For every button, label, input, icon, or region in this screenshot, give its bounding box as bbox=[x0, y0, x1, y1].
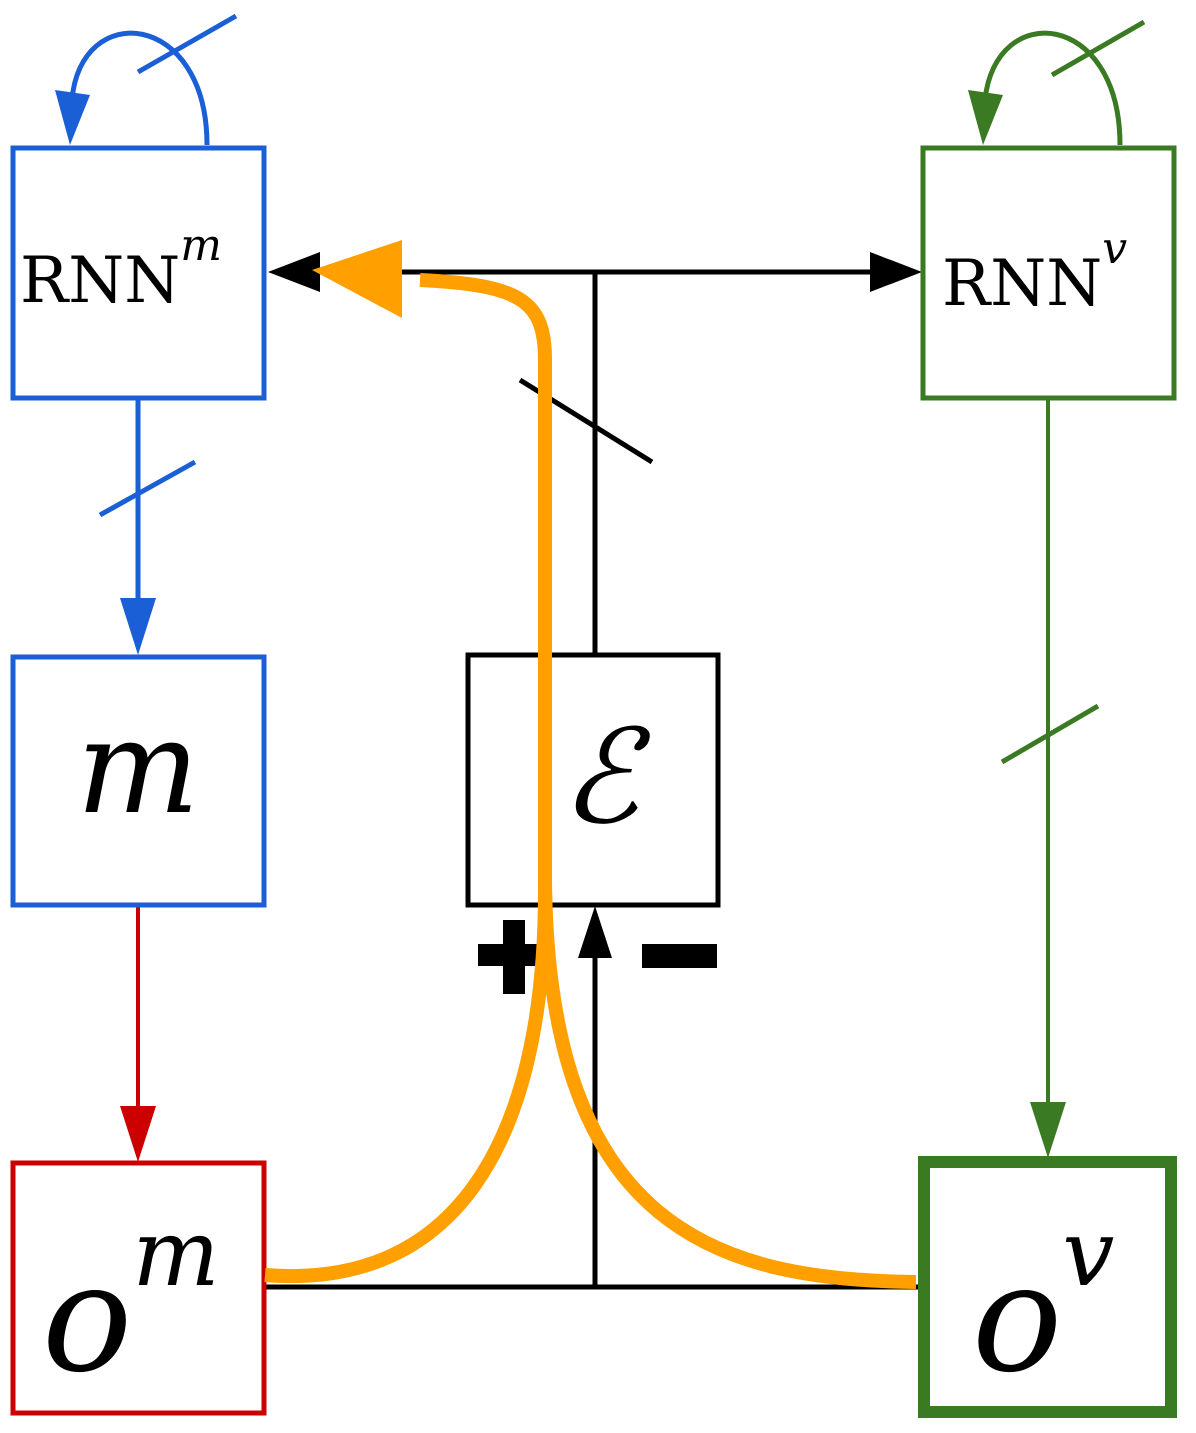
rnn-v-to-ov-slash bbox=[1000, 703, 1100, 765]
ov-label: ov bbox=[972, 1200, 1114, 1406]
rnn-v-label: RNNv bbox=[942, 223, 1127, 321]
orange-curve-from-om bbox=[264, 273, 552, 1284]
plus-sign bbox=[478, 920, 550, 994]
arrow-into-rnn-m bbox=[268, 252, 320, 292]
rnn-m-label: RNNm bbox=[20, 220, 222, 318]
ov-box bbox=[918, 1156, 1177, 1418]
rnn-m-to-m-arrowhead bbox=[120, 598, 156, 655]
rnn-m-loop-arrowhead bbox=[55, 90, 90, 145]
minus-sign bbox=[642, 944, 717, 968]
rnn-v-loop-slash bbox=[1050, 19, 1146, 78]
rnn-v-loop-arrowhead bbox=[968, 90, 1003, 145]
orange-curve-from-ov bbox=[538, 879, 917, 1289]
rnn-v-to-ov-arrowhead bbox=[1030, 1102, 1066, 1158]
epsilon-label: ℰ bbox=[561, 701, 651, 853]
m-box bbox=[10, 654, 267, 908]
arrow-into-rnn-v bbox=[870, 252, 922, 292]
m-label: m bbox=[76, 691, 199, 843]
rnn-m-box bbox=[10, 145, 267, 401]
rnn-m-to-m-slash bbox=[98, 459, 197, 518]
rnn-v-box bbox=[920, 145, 1177, 401]
rnn-v-self-loop bbox=[982, 30, 1123, 146]
orange-arrowhead bbox=[312, 240, 402, 318]
om-label: om bbox=[42, 1200, 220, 1406]
rnn-m-loop-slash bbox=[136, 13, 238, 75]
om-box bbox=[10, 1160, 267, 1416]
epsilon-box bbox=[465, 652, 721, 908]
m-to-om-arrowhead bbox=[120, 1106, 156, 1162]
arrow-into-epsilon bbox=[578, 906, 612, 958]
rnn-m-self-loop bbox=[69, 30, 210, 146]
